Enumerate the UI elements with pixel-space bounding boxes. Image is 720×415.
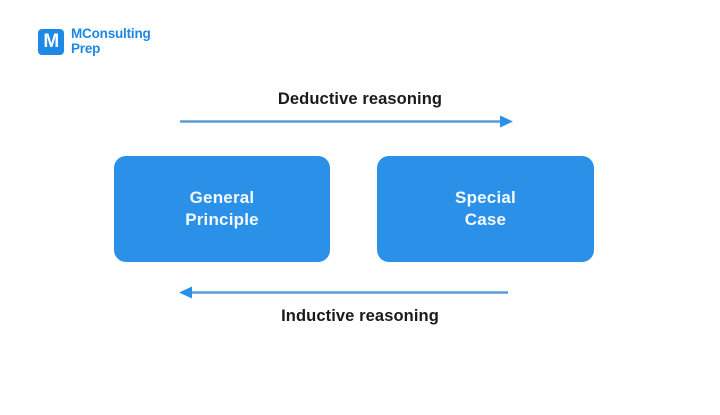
logo-wordmark: MConsulting Prep bbox=[71, 26, 151, 56]
box-general-principle-line2: Principle bbox=[185, 210, 259, 229]
box-special-case-text: Special Case bbox=[455, 187, 516, 232]
deductive-reasoning-label: Deductive reasoning bbox=[277, 90, 443, 108]
box-special-case[interactable]: Special Case bbox=[377, 156, 594, 262]
inductive-reasoning-label: Inductive reasoning bbox=[281, 307, 439, 325]
logo-wordmark-line1: MConsulting bbox=[71, 26, 151, 41]
box-general-principle-line1: General bbox=[189, 187, 255, 207]
box-general-principle-text: General Principle bbox=[185, 187, 259, 232]
logo-mark-icon: M bbox=[38, 28, 64, 55]
box-general-principle[interactable]: General Principle bbox=[114, 156, 330, 262]
inductive-arrow-left-icon bbox=[179, 286, 508, 299]
box-special-case-line1: Special bbox=[455, 187, 516, 207]
deductive-arrow-right-icon bbox=[180, 115, 513, 128]
box-special-case-line2: Case bbox=[464, 210, 507, 229]
logo-mark-letter: M bbox=[43, 31, 59, 53]
brand-logo: M MConsulting Prep bbox=[38, 26, 151, 56]
logo-wordmark-line2: Prep bbox=[71, 40, 101, 56]
